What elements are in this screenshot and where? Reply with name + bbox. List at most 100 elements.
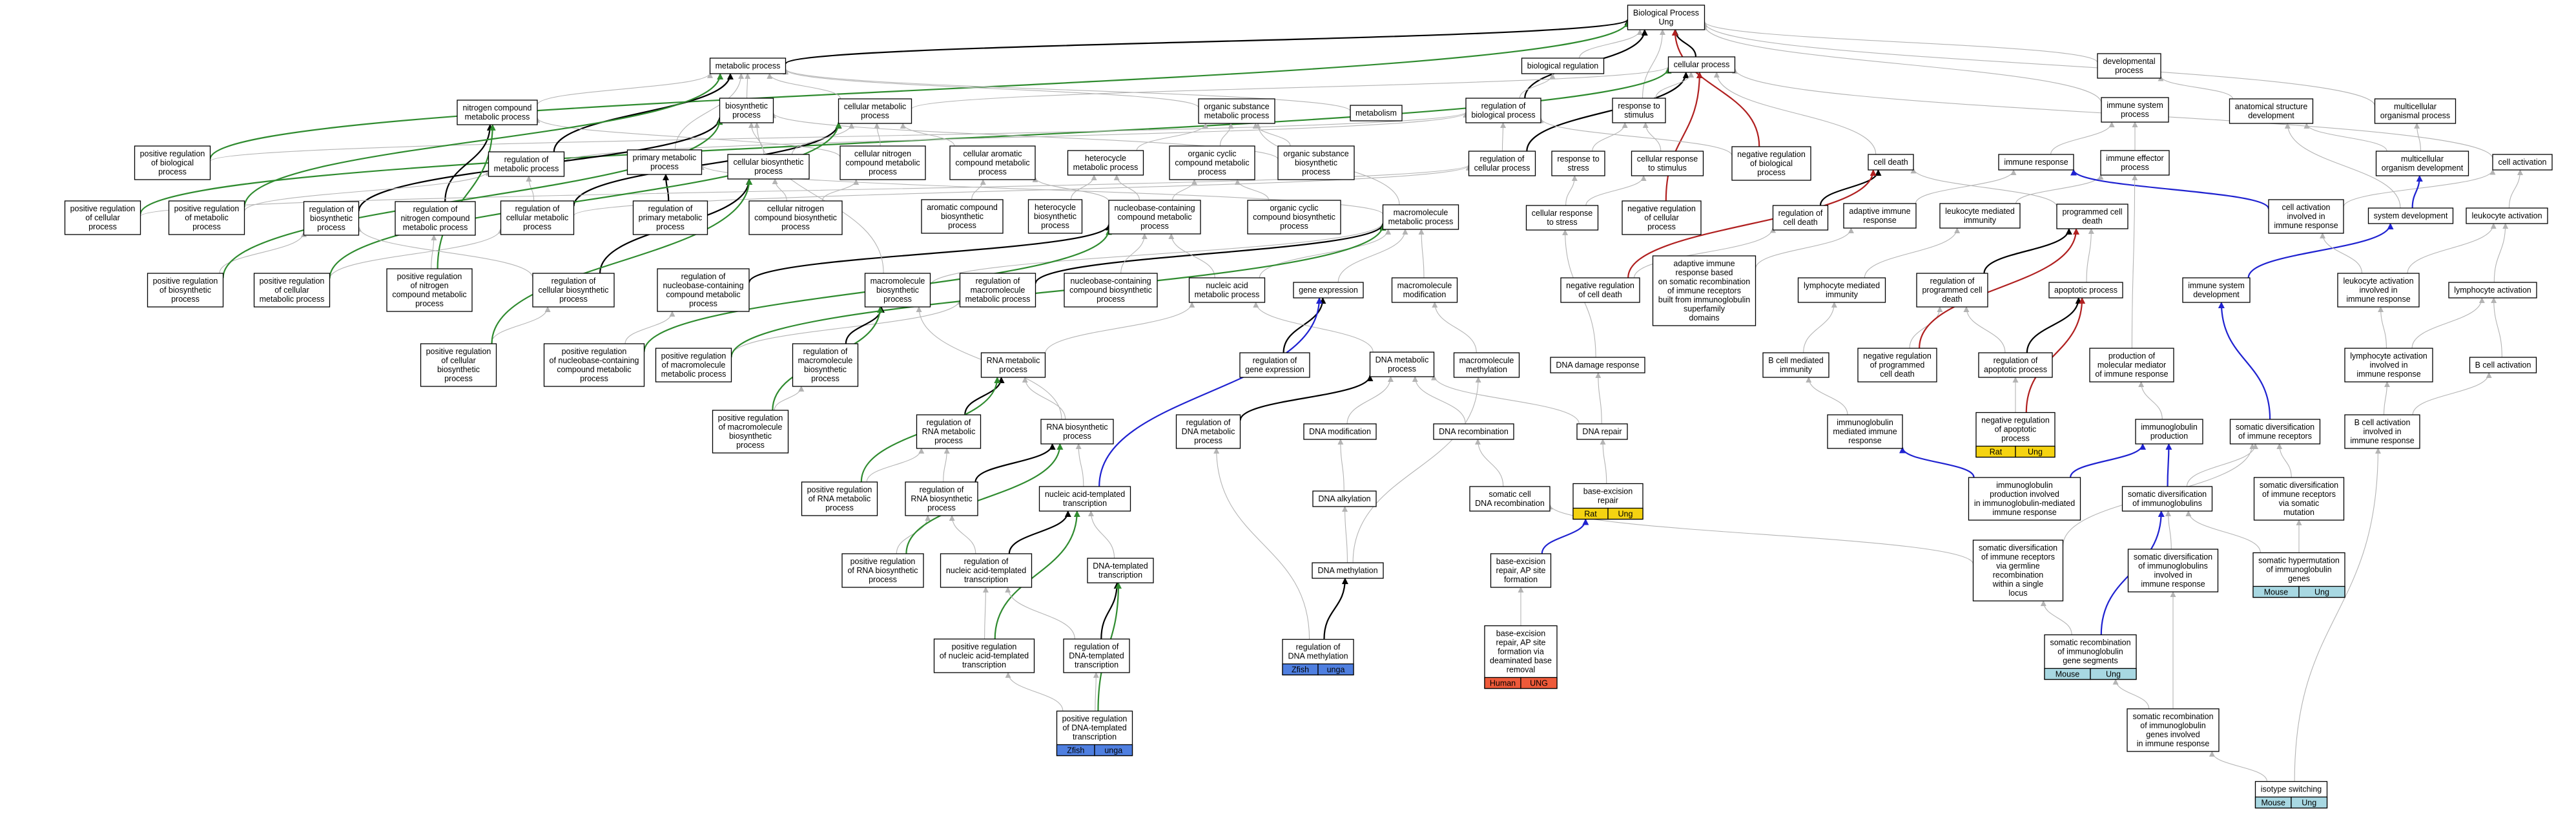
go-term-node[interactable]: system development — [2367, 207, 2454, 224]
go-term-node[interactable]: leukocyte activation — [2466, 207, 2548, 224]
go-term-node[interactable]: lymphocyte activation — [2448, 282, 2537, 299]
go-term-node[interactable]: B cell activation — [2469, 357, 2537, 373]
go-term-node[interactable]: cell death — [1868, 154, 1914, 171]
go-term-node[interactable]: cell activation — [2492, 154, 2553, 171]
go-term-node[interactable]: metabolism — [1350, 105, 1403, 121]
go-term-node[interactable]: gene expression — [1293, 282, 1364, 299]
go-term-node[interactable]: DNA methylation — [1312, 562, 1384, 579]
go-term-node[interactable]: immune response — [1998, 154, 2074, 171]
go-term-node[interactable]: regulation ofnucleobase-containingcompou… — [657, 268, 750, 312]
go-term-node[interactable]: cellular process — [1667, 56, 1736, 73]
go-term-node[interactable]: DNA alkylation — [1312, 490, 1377, 507]
go-term-node[interactable]: DNA repair — [1576, 423, 1628, 440]
go-term-node[interactable]: regulation ofmacromoleculebiosyntheticpr… — [792, 343, 859, 387]
go-term-node[interactable]: metabolic process — [709, 58, 787, 74]
